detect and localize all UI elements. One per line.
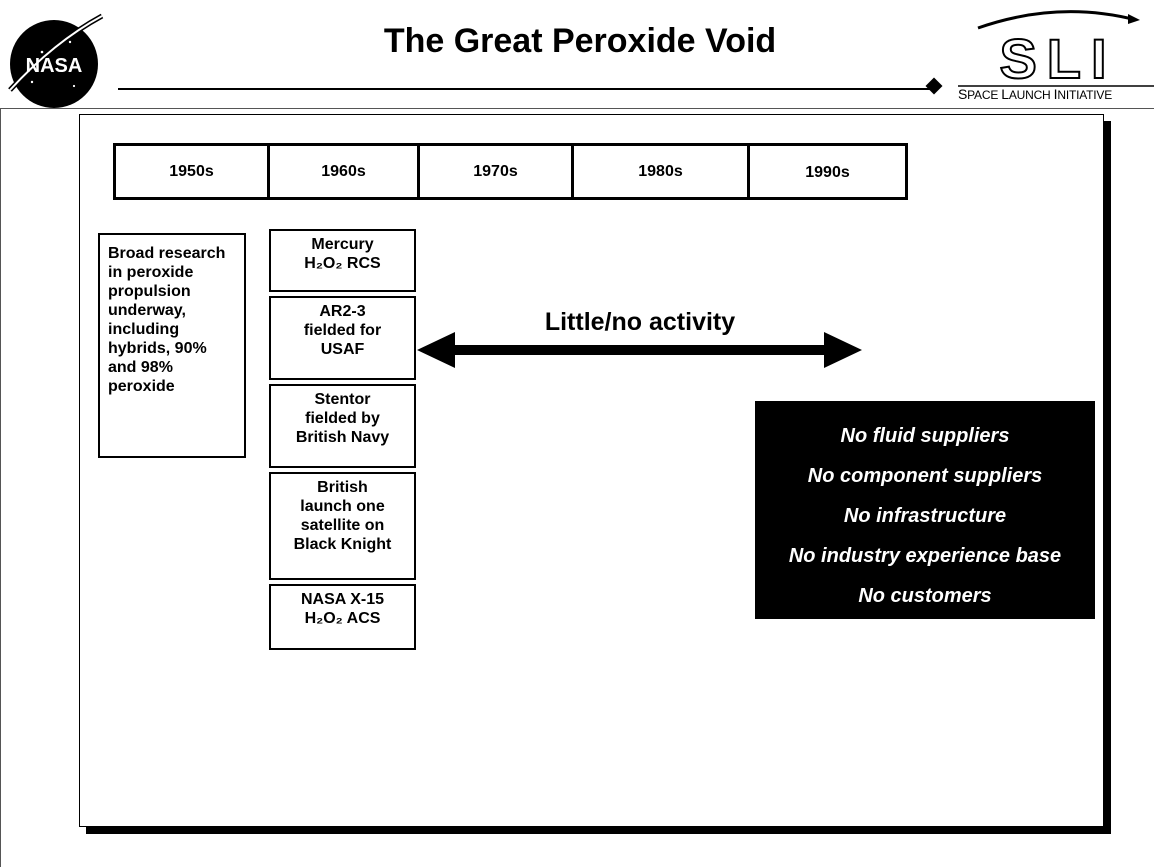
milestone-line: H₂O₂ ACS — [304, 610, 381, 627]
void-item: No infrastructure — [843, 505, 1007, 527]
sli-logo: SLI — [958, 10, 1154, 91]
void-item: No component suppliers — [807, 465, 1043, 487]
nasa-logo: NASA — [8, 13, 104, 108]
page-top-rule — [0, 108, 1154, 109]
milestone-line: Stentor — [314, 391, 371, 408]
milestone-line: launch one — [300, 498, 385, 515]
title-diamond-marker — [925, 77, 943, 95]
decade-timeline: 1950s 1960s 1970s 1980s 1990s — [113, 143, 908, 200]
milestone-ar2-3: AR2-3 fielded for USAF — [269, 296, 416, 380]
milestone-x15: NASA X-15 H₂O₂ ACS — [269, 584, 416, 650]
void-item: No fluid suppliers — [840, 425, 1010, 447]
sli-tagline-s: S — [958, 86, 968, 102]
decade-1990s: 1990s — [805, 164, 850, 181]
sli-tagline-i: I — [1053, 86, 1058, 102]
milestone-black-knight: British launch one satellite on Black Kn… — [269, 472, 416, 580]
milestone-stentor: Stentor fielded by British Navy — [269, 384, 416, 468]
decade-1950s: 1950s — [116, 146, 270, 197]
milestone-line: Mercury — [311, 236, 374, 253]
void-list-box: No fluid suppliers No component supplier… — [755, 401, 1095, 619]
milestone-line: fielded by — [305, 410, 380, 427]
research-box-1950s: Broad research in peroxide propulsion un… — [98, 233, 246, 458]
milestone-line: NASA X-15 — [301, 591, 384, 608]
sli-tagline: SPACE LAUNCH INITIATIVE — [958, 86, 1154, 102]
milestone-line: British — [317, 479, 368, 496]
milestone-line: Black Knight — [293, 536, 392, 553]
decade-1960s: 1960s — [270, 146, 420, 197]
decade-1970s: 1970s — [420, 146, 574, 197]
page-left-rule — [0, 108, 1, 867]
milestone-line: fielded for — [303, 322, 382, 339]
page-title: The Great Peroxide Void — [383, 22, 777, 60]
arrow-label: Little/no activity — [544, 308, 736, 336]
milestone-line: AR2-3 — [319, 303, 366, 320]
milestone-line: British Navy — [295, 429, 390, 446]
sli-tagline-aunch: AUNCH — [1008, 88, 1054, 102]
milestone-mercury: Mercury H₂O₂ RCS — [269, 229, 416, 292]
decade-1980s: 1980s — [574, 146, 750, 197]
void-item: No customers — [858, 585, 992, 607]
nasa-logo-text: NASA — [26, 55, 83, 77]
sli-tagline-l: L — [1001, 86, 1009, 102]
void-item: No industry experience base — [788, 545, 1062, 567]
double-arrow — [417, 332, 862, 368]
sli-tagline-pace: PACE — [967, 88, 1002, 102]
sli-logo-text: SLI — [999, 27, 1116, 90]
milestone-line: satellite on — [300, 517, 385, 534]
milestone-line: H₂O₂ RCS — [304, 255, 381, 272]
milestone-line: USAF — [320, 341, 365, 358]
title-underline — [118, 88, 936, 90]
sli-tagline-nitiative: NITIATIVE — [1057, 88, 1113, 102]
